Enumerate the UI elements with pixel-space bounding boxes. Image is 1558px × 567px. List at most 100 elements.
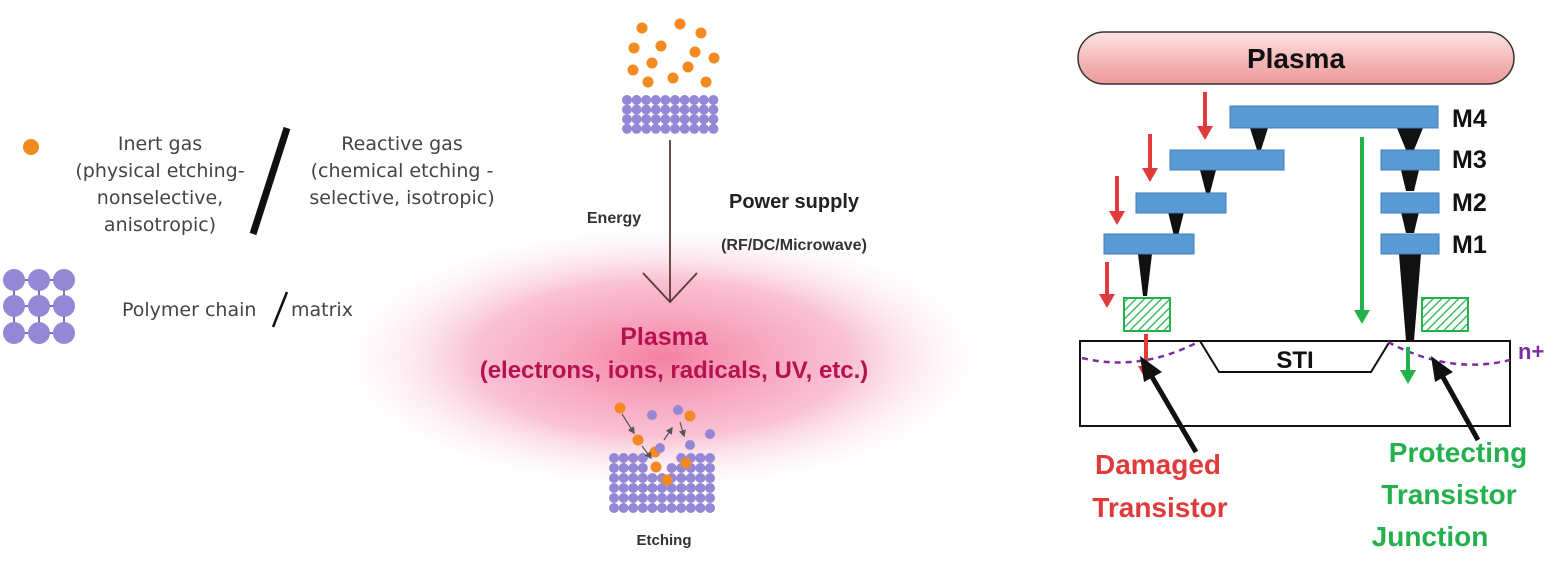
lattice-atom <box>618 493 629 503</box>
polymer-slash <box>271 291 289 328</box>
via-right-3 <box>1401 170 1419 191</box>
lattice-atom <box>609 453 619 463</box>
lattice-atom <box>670 123 680 134</box>
power-supply-label: Power supply <box>729 191 860 213</box>
lattice-atom <box>609 473 619 483</box>
metal-m3-bar-right <box>1380 149 1440 171</box>
lattice-atom <box>637 463 648 473</box>
lattice-atom <box>609 483 619 493</box>
lattice-atom <box>628 453 639 463</box>
lattice-atom <box>622 123 632 134</box>
inert-gas-atom <box>628 42 640 54</box>
metal-label-m4: M4 <box>1452 105 1487 133</box>
energy-arrow-head <box>642 272 698 304</box>
inert-gas-atom <box>682 61 694 73</box>
lattice-atom <box>631 114 642 125</box>
metal-label-m1: M1 <box>1452 231 1487 259</box>
lattice-atom <box>679 104 690 115</box>
metal-label-m2: M2 <box>1452 189 1487 217</box>
ion-particle <box>684 410 696 422</box>
etching-substrate-icon <box>609 402 715 513</box>
inert-gas-atom <box>708 52 720 64</box>
lattice-atom <box>698 95 709 105</box>
reactive-gas-label: Reactive gas <box>341 133 462 155</box>
lattice-atom <box>708 123 719 134</box>
polymer-bead <box>28 322 50 344</box>
sti-trench <box>1198 340 1392 373</box>
lattice-atom <box>695 503 706 513</box>
protecting-pointer-line <box>1436 368 1481 442</box>
lattice-atom <box>650 95 661 105</box>
protecting-label-2: Transistor <box>1381 479 1516 510</box>
lattice-atom <box>637 503 648 513</box>
damage-arrow-head <box>1109 211 1125 225</box>
metal-m3-bar-left <box>1169 149 1285 171</box>
lattice-atom <box>641 114 652 125</box>
trajectory-arrow <box>663 426 673 441</box>
metal-m4-bar <box>1229 105 1439 129</box>
damage-arrow-head <box>1197 126 1213 140</box>
lattice-atom <box>676 503 687 513</box>
inert-gas-atom <box>674 18 686 30</box>
lattice-atom <box>647 483 658 493</box>
lattice-atom <box>685 503 696 513</box>
energy-label: Energy <box>587 210 641 227</box>
lattice-atom <box>657 503 667 513</box>
via-left-1 <box>1138 254 1152 296</box>
lattice-atom <box>679 95 690 105</box>
reactive-gas-desc-1: (chemical etching - <box>311 160 494 182</box>
lattice-atom <box>660 95 671 105</box>
lattice-atom <box>670 114 680 125</box>
lattice-atom <box>695 453 706 463</box>
inert-gas-desc-3: anisotropic) <box>104 214 216 236</box>
inert-gas-desc-2: nonselective, <box>97 187 223 209</box>
lattice-atom <box>670 95 680 105</box>
inert-gas-particle-icon <box>23 139 39 155</box>
plasma-title: Plasma <box>620 323 709 351</box>
lattice-atom <box>622 95 632 105</box>
metal-m1-bar-right <box>1380 233 1440 255</box>
lattice-atom <box>628 503 639 513</box>
lattice-atom <box>679 114 690 125</box>
lattice-atom <box>689 123 700 134</box>
ion-particle <box>614 402 626 414</box>
metal-m2-bar-left <box>1135 192 1227 214</box>
lattice-atom <box>641 104 652 115</box>
damaged-pointer-line <box>1145 368 1199 454</box>
protecting-label-1: Protecting <box>1389 437 1527 468</box>
inert-gas-atom <box>642 76 654 88</box>
pre-etch-substrate-icon <box>622 18 720 134</box>
lattice-atom <box>676 473 687 483</box>
via-right-2 <box>1401 212 1419 233</box>
lattice-atom <box>705 503 715 513</box>
lattice-atom <box>628 483 639 493</box>
reactive-gas-desc-2: selective, isotropic) <box>309 187 494 209</box>
lattice-atom <box>609 493 619 503</box>
gate-right <box>1421 297 1469 332</box>
lattice-atom <box>695 493 706 503</box>
lattice-atom <box>666 463 677 473</box>
inert-gas-atom <box>700 76 712 88</box>
plasma-source <box>1077 31 1515 85</box>
polymer-bead <box>3 322 25 344</box>
lattice-atom <box>666 493 677 503</box>
plasma-source-label: Plasma <box>1247 43 1345 74</box>
trajectory-arrow <box>678 421 686 438</box>
damaged-pointer-head <box>1140 356 1162 382</box>
etching-label: Etching <box>637 532 692 549</box>
n-plus-junction-right <box>1387 340 1511 366</box>
via-right-1 <box>1399 254 1421 341</box>
ion-particle <box>680 457 692 469</box>
metal-m1-bar-left <box>1103 233 1195 255</box>
inert-gas-label: Inert gas <box>118 133 202 155</box>
polymer-bead <box>3 269 25 291</box>
inert-gas-atom <box>689 46 701 58</box>
lattice-atom <box>637 483 648 493</box>
lattice-atom <box>685 483 696 493</box>
polymer-chain-label: Polymer chain <box>122 299 256 321</box>
lattice-atom <box>708 95 719 105</box>
damage-arrow-head <box>1142 168 1158 182</box>
lattice-atom <box>609 463 619 473</box>
lattice-atom <box>650 104 661 115</box>
